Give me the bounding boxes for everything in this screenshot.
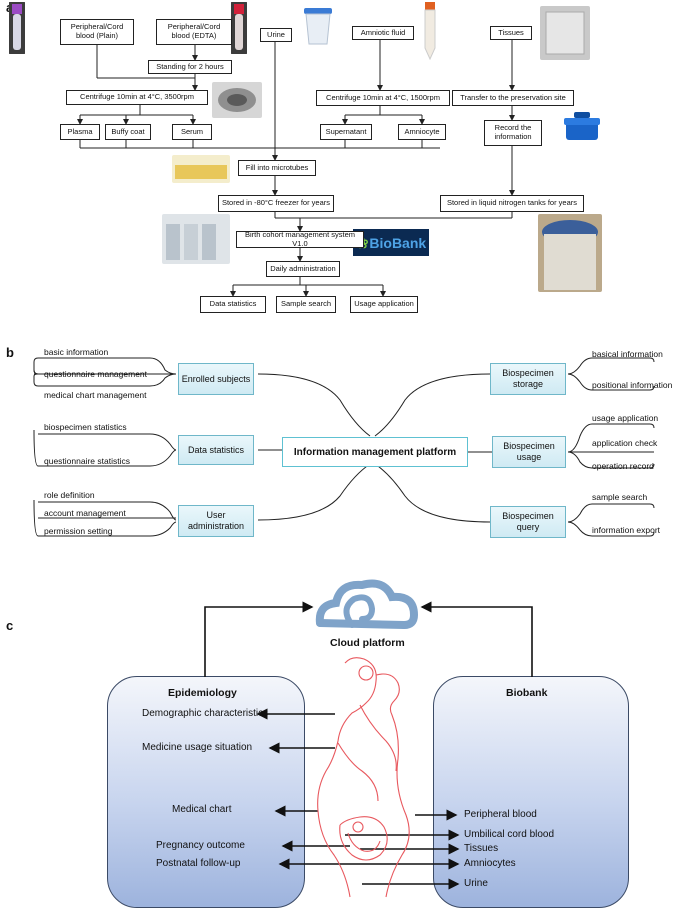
tissue-bag-icon bbox=[540, 6, 590, 60]
box-sample-search: Sample search bbox=[276, 296, 336, 313]
panel-c-graphics bbox=[204, 579, 533, 898]
box-standing: Standing for 2 hours bbox=[148, 60, 232, 74]
cloud-icon bbox=[315, 579, 419, 629]
biobank-box bbox=[433, 676, 629, 908]
epi-medical-chart: Medical chart bbox=[172, 804, 232, 815]
bio-urine: Urine bbox=[464, 878, 488, 889]
box-plasma: Plasma bbox=[60, 124, 100, 140]
centrifuge-icon bbox=[212, 82, 262, 118]
box-data-statistics: Data statistics bbox=[200, 296, 266, 313]
cloud-platform-label: Cloud platform bbox=[330, 637, 405, 649]
panel-b-label: b bbox=[6, 345, 14, 360]
box-supernatant: Supernatant bbox=[320, 124, 372, 140]
biobank-logo: ❀ BioBank bbox=[353, 229, 429, 256]
pregnant-woman-icon bbox=[317, 657, 410, 898]
amniotic-tube-icon bbox=[424, 2, 436, 60]
box-centrifuge-blood: Centrifuge 10min at 4°C, 3500rpm bbox=[66, 90, 208, 105]
epi-pregnancy-outcome: Pregnancy outcome bbox=[156, 840, 245, 851]
freezer-room-icon bbox=[162, 214, 230, 264]
leaf-medical-chart-management: medical chart management bbox=[44, 390, 147, 400]
box-amniocyte: Amniocyte bbox=[398, 124, 446, 140]
box-management-system: Birth cohort management system V1.0 bbox=[236, 230, 364, 248]
panel-c-label: c bbox=[6, 618, 14, 633]
epi-demographic: Demographic characteristics bbox=[142, 708, 269, 719]
bio-tissues: Tissues bbox=[464, 843, 499, 854]
microtube-rack-icon bbox=[172, 155, 230, 183]
leaf-basical-information: basical information bbox=[592, 349, 663, 359]
leaf-basic-information: basic information bbox=[44, 347, 109, 357]
topic-data-statistics: Data statistics bbox=[178, 435, 254, 465]
bio-umbilical-cord-blood: Umbilical cord blood bbox=[464, 829, 555, 840]
box-stored-nitrogen: Stored in liquid nitrogen tanks for year… bbox=[440, 195, 584, 212]
leaf-operation-record: operation record bbox=[592, 461, 654, 471]
urine-cup-icon bbox=[304, 8, 332, 45]
leaf-application-check: application check bbox=[592, 438, 658, 448]
leaf-role-definition: role definition bbox=[44, 490, 95, 500]
epi-medicine-usage: Medicine usage situation bbox=[142, 742, 253, 753]
cool-box-icon bbox=[564, 112, 600, 140]
box-usage-application: Usage application bbox=[350, 296, 418, 313]
leaf-questionnaire-statistics: questionnaire statistics bbox=[44, 456, 130, 466]
topic-biospecimen-query: Biospecimen query bbox=[490, 506, 566, 538]
biobank-title: Biobank bbox=[506, 687, 548, 699]
box-daily-administration: Daily administration bbox=[266, 261, 340, 277]
panel-b-connectors bbox=[33, 357, 655, 537]
topic-biospecimen-storage: Biospecimen storage bbox=[490, 363, 566, 395]
box-transfer: Transfer to the preservation site bbox=[452, 90, 574, 106]
box-fill-microtubes: Fill into microtubes bbox=[238, 160, 316, 176]
box-buffy-coat: Buffy coat bbox=[105, 124, 151, 140]
box-urine: Urine bbox=[260, 28, 292, 42]
epi-postnatal-followup: Postnatal follow-up bbox=[156, 858, 241, 869]
leaf-account-management: account management bbox=[44, 508, 126, 518]
panel-a-connectors bbox=[77, 40, 515, 297]
red-tube-icon bbox=[231, 2, 247, 54]
box-peripheral-plain: Peripheral/Cord blood (Plain) bbox=[60, 19, 134, 45]
leaf-information-export: information export bbox=[592, 525, 661, 535]
leaf-usage-application: usage application bbox=[592, 413, 659, 423]
purple-tube-icon bbox=[9, 2, 25, 54]
topic-user-administration: User administration bbox=[178, 505, 254, 537]
biobank-logo-text: BioBank bbox=[369, 234, 427, 251]
leaf-positional-information: positional information bbox=[592, 380, 673, 390]
box-stored-freezer: Stored in -80°C freezer for years bbox=[218, 195, 334, 212]
box-record: Record the information bbox=[484, 120, 542, 146]
leaf-biospecimen-statistics: biospecimen statistics bbox=[44, 422, 127, 432]
nitrogen-tank-icon bbox=[538, 214, 602, 292]
epidemiology-title: Epidemiology bbox=[168, 687, 237, 699]
leaf-questionnaire-management: questionnaire management bbox=[44, 369, 148, 379]
leaf-permission-setting: permission setting bbox=[44, 526, 113, 536]
leaf-sample-search: sample search bbox=[592, 492, 648, 502]
bio-peripheral-blood: Peripheral blood bbox=[464, 809, 537, 820]
box-serum: Serum bbox=[172, 124, 212, 140]
box-centrifuge-amnio: Centrifuge 10min at 4°C, 1500rpm bbox=[316, 90, 450, 106]
box-tissues: Tissues bbox=[490, 26, 532, 40]
box-peripheral-edta: Peripheral/Cord blood (EDTA) bbox=[156, 19, 232, 45]
bio-amniocytes: Amniocytes bbox=[464, 858, 516, 869]
topic-enrolled-subjects: Enrolled subjects bbox=[178, 363, 254, 395]
hub-information-platform: Information management platform bbox=[282, 437, 468, 467]
box-amniotic-fluid: Amniotic fluid bbox=[352, 26, 414, 40]
topic-biospecimen-usage: Biospecimen usage bbox=[492, 436, 566, 468]
